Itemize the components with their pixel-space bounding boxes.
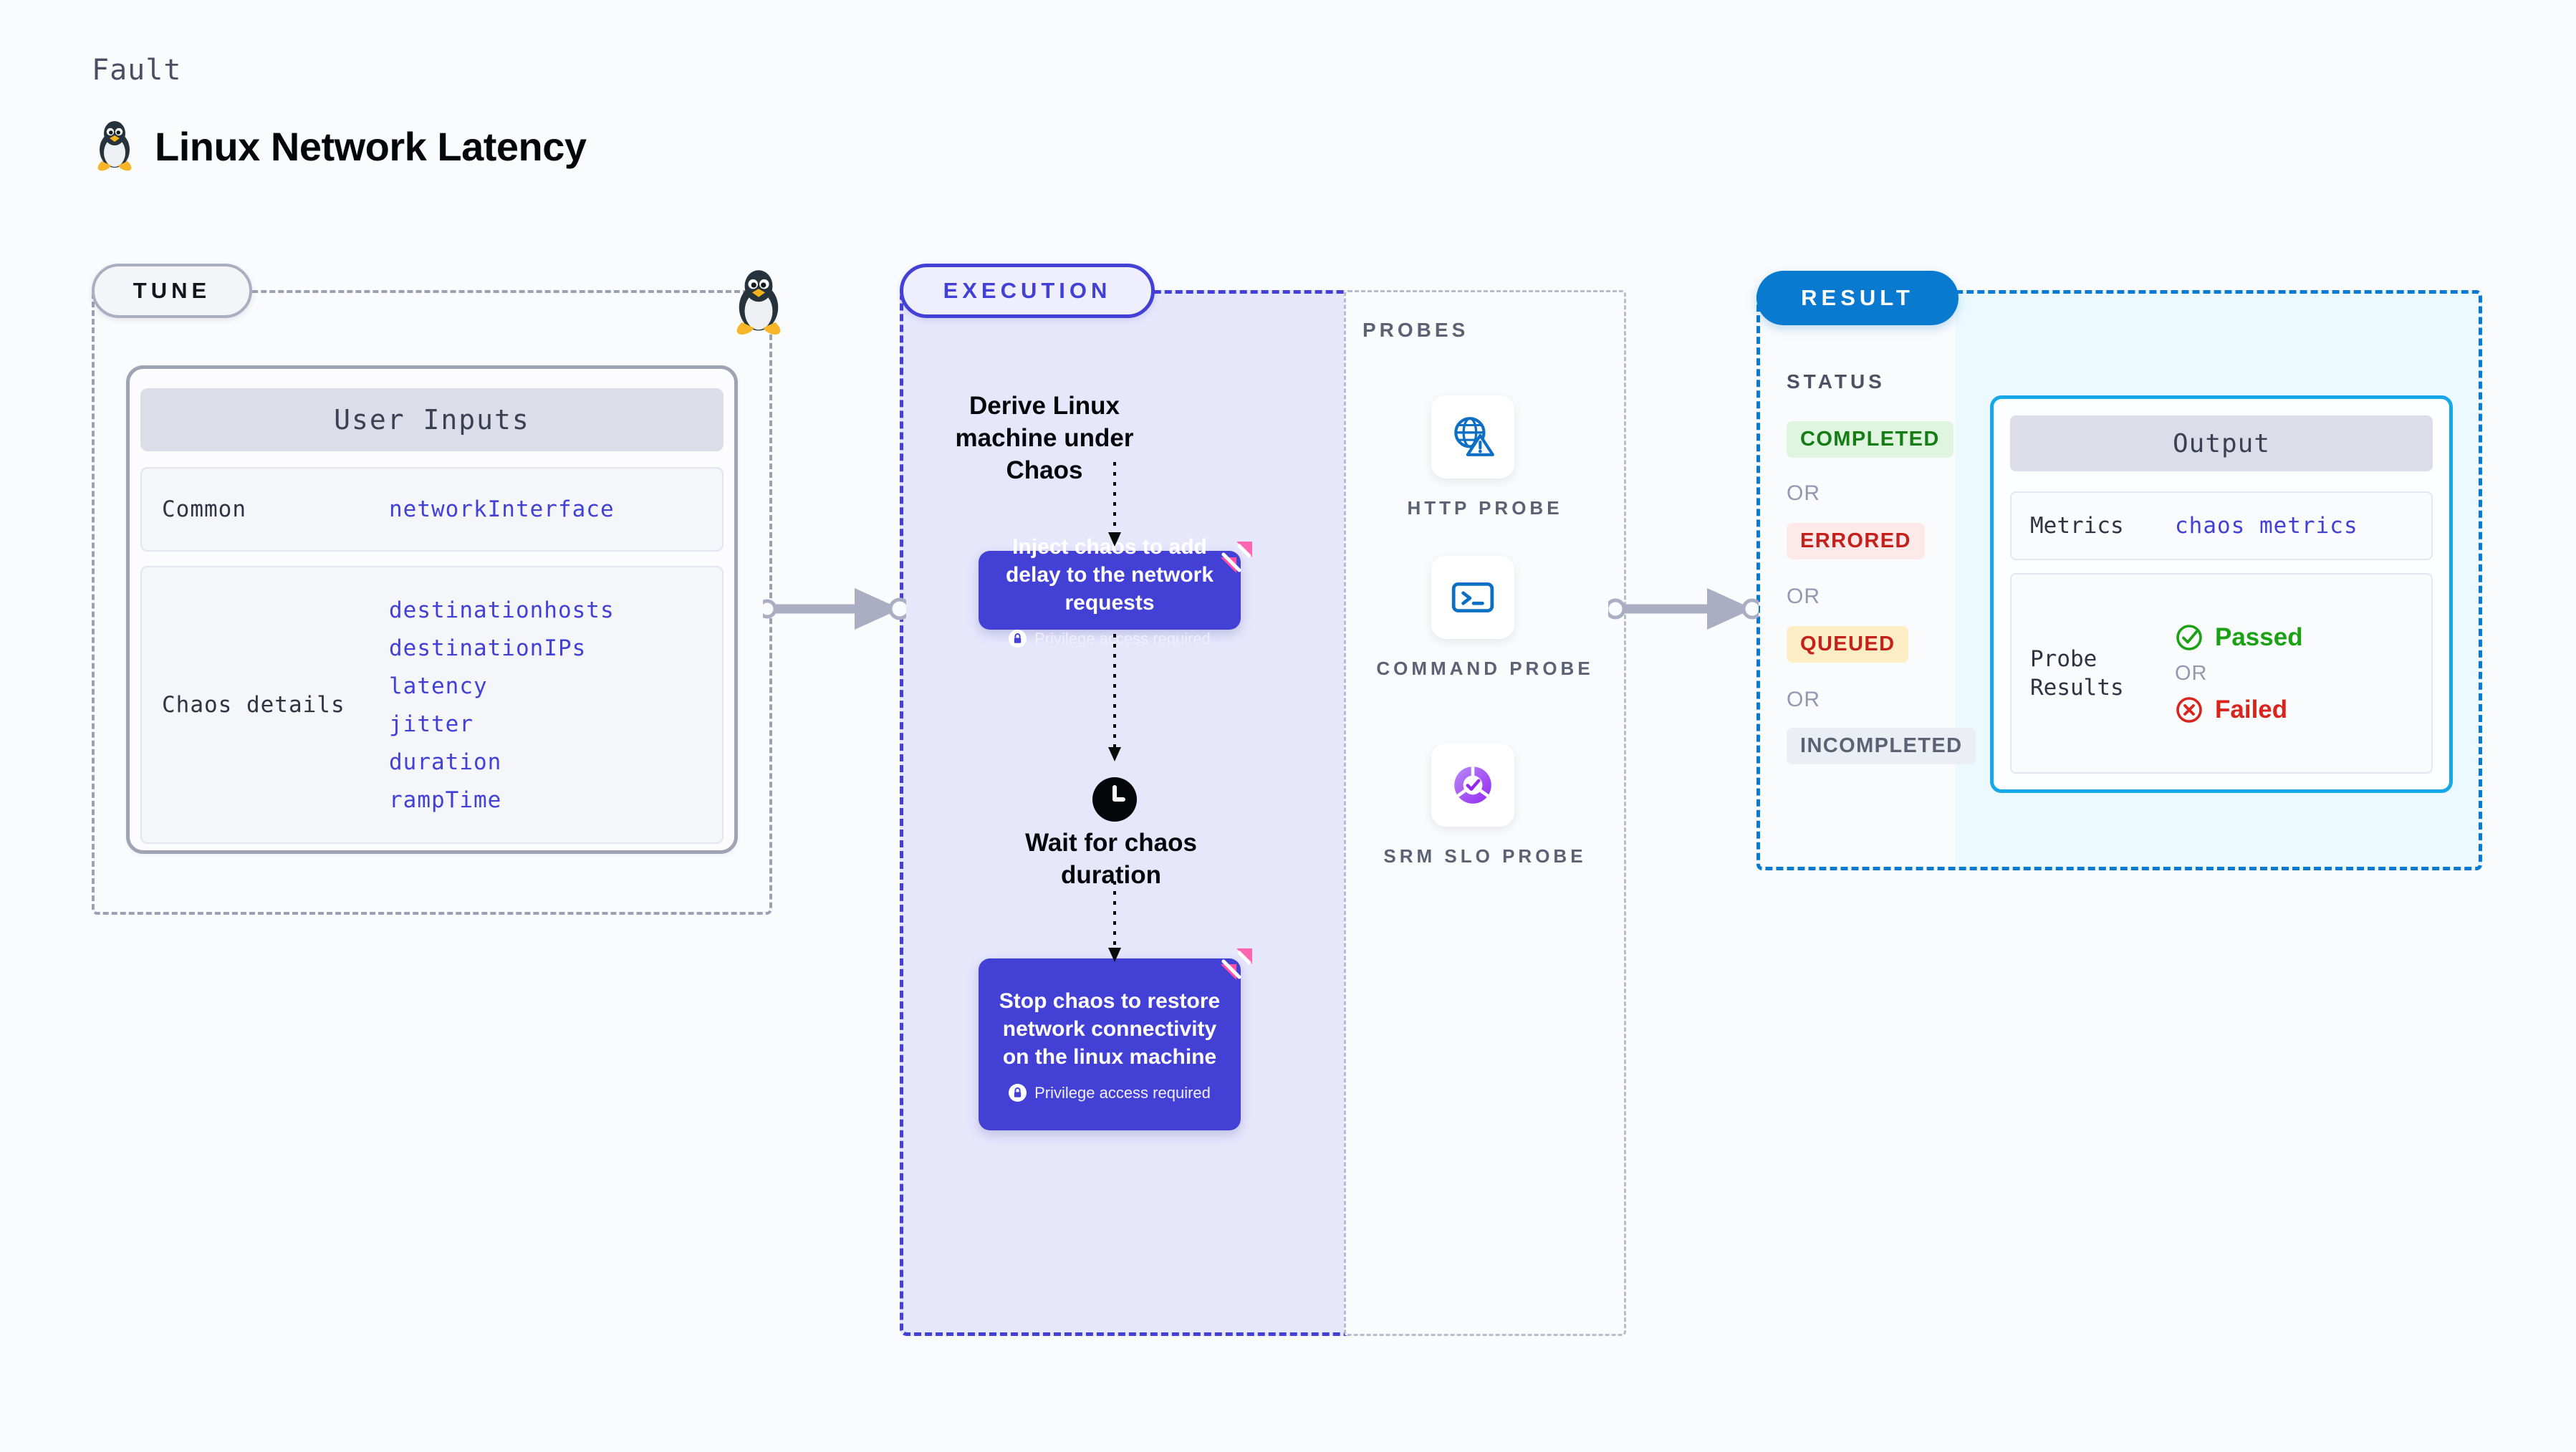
terminal-prompt-icon: [1451, 582, 1494, 612]
status-or-label: OR: [1787, 688, 1820, 711]
page-title-row: Linux Network Latency: [93, 118, 587, 175]
check-circle-icon: [2176, 624, 2202, 650]
row-value: chaos metrics: [2175, 513, 2358, 539]
status-or-label: OR: [1787, 481, 1820, 505]
linux-penguin-icon: [93, 118, 136, 175]
table-row: Metrics chaos metrics: [2010, 491, 2433, 560]
x-circle-icon: [2176, 696, 2202, 723]
status-section-label: STATUS: [1787, 370, 1885, 393]
probe-label-srm-slo: SRM SLO PROBE: [1383, 845, 1587, 867]
linux-penguin-icon: [731, 266, 787, 335]
probe-label-http: HTTP PROBE: [1407, 497, 1563, 519]
row-value: duration: [389, 749, 502, 775]
flow-connector-tune-to-execution: [763, 588, 906, 630]
row-value: destinationIPs: [389, 635, 587, 661]
status-badge-queued: QUEUED: [1787, 626, 1909, 663]
row-value: destinationhosts: [389, 597, 615, 623]
status-or-label: OR: [1787, 585, 1820, 608]
harness-logo-icon: [1218, 946, 1255, 983]
lock-icon: [1009, 1084, 1027, 1102]
stop-chaos-step[interactable]: Stop chaos to restore network connectivi…: [979, 958, 1241, 1130]
privilege-note-text: Privilege access required: [1034, 1083, 1211, 1102]
passed-label: Passed: [2215, 622, 2303, 651]
failed-label: Failed: [2215, 695, 2288, 723]
probe-result-or-label: OR: [2175, 661, 2208, 685]
row-value: rampTime: [389, 787, 502, 813]
user-inputs-heading: User Inputs: [140, 388, 724, 451]
derive-step-label: Derive Linux machine under Chaos: [955, 392, 1134, 484]
globe-warning-icon: [1454, 417, 1494, 456]
output-heading: Output: [2010, 415, 2433, 471]
row-label: Probe Results: [2030, 645, 2124, 701]
row-label: Metrics: [2030, 512, 2124, 539]
result-pill[interactable]: RESULT: [1756, 271, 1959, 325]
slo-donut-check-icon: [1454, 766, 1491, 804]
clock-icon: [1092, 777, 1137, 822]
status-badge-completed: COMPLETED: [1787, 421, 1953, 458]
step-title: Stop chaos to restore network connectivi…: [999, 989, 1221, 1069]
row-value: networkInterface: [389, 496, 615, 522]
flow-connector-probes-to-result: [1608, 588, 1759, 630]
page-kicker: Fault: [92, 54, 182, 87]
page-title: Linux Network Latency: [155, 124, 587, 169]
result-panel: [1756, 290, 2482, 870]
status-badge-errored: ERRORED: [1787, 523, 1925, 559]
probes-section-label: PROBES: [1363, 319, 1469, 341]
flow-arrow-down: [1108, 634, 1121, 761]
probe-tile-http[interactable]: [1431, 395, 1514, 479]
row-label: Common: [162, 496, 246, 522]
probe-tile-srm-slo[interactable]: [1431, 744, 1514, 827]
inject-chaos-step[interactable]: Inject chaos to add delay to the network…: [979, 535, 1241, 648]
flow-arrow-down: [1108, 881, 1121, 962]
tune-pill[interactable]: TUNE: [92, 264, 252, 318]
flow-arrow-down: [1108, 462, 1121, 547]
table-row: Chaos details destinationhosts destinati…: [140, 566, 724, 844]
probe-result-passed: Passed: [2175, 623, 2303, 652]
probe-tile-command[interactable]: [1431, 556, 1514, 639]
table-row: Probe Results Passed OR Failed: [2010, 573, 2433, 774]
row-label: Chaos details: [162, 692, 345, 718]
row-value: latency: [389, 673, 488, 699]
privilege-note: Privilege access required: [1009, 1084, 1211, 1102]
probe-result-failed: Failed: [2175, 696, 2303, 724]
step-title: Inject chaos to add delay to the network…: [1005, 534, 1214, 615]
row-value: jitter: [389, 711, 474, 737]
harness-logo-icon: [1218, 539, 1255, 576]
wait-step-label: Wait for chaos duration: [1025, 829, 1197, 889]
lock-icon: [1009, 630, 1027, 648]
probe-label-command: COMMAND PROBE: [1376, 658, 1594, 679]
privilege-note-text: Privilege access required: [1034, 629, 1211, 648]
execution-pill[interactable]: EXECUTION: [900, 264, 1155, 318]
privilege-note: Privilege access required: [1009, 630, 1211, 648]
table-row: Common networkInterface: [140, 467, 724, 552]
status-badge-incompleted: INCOMPLETED: [1787, 728, 1976, 764]
